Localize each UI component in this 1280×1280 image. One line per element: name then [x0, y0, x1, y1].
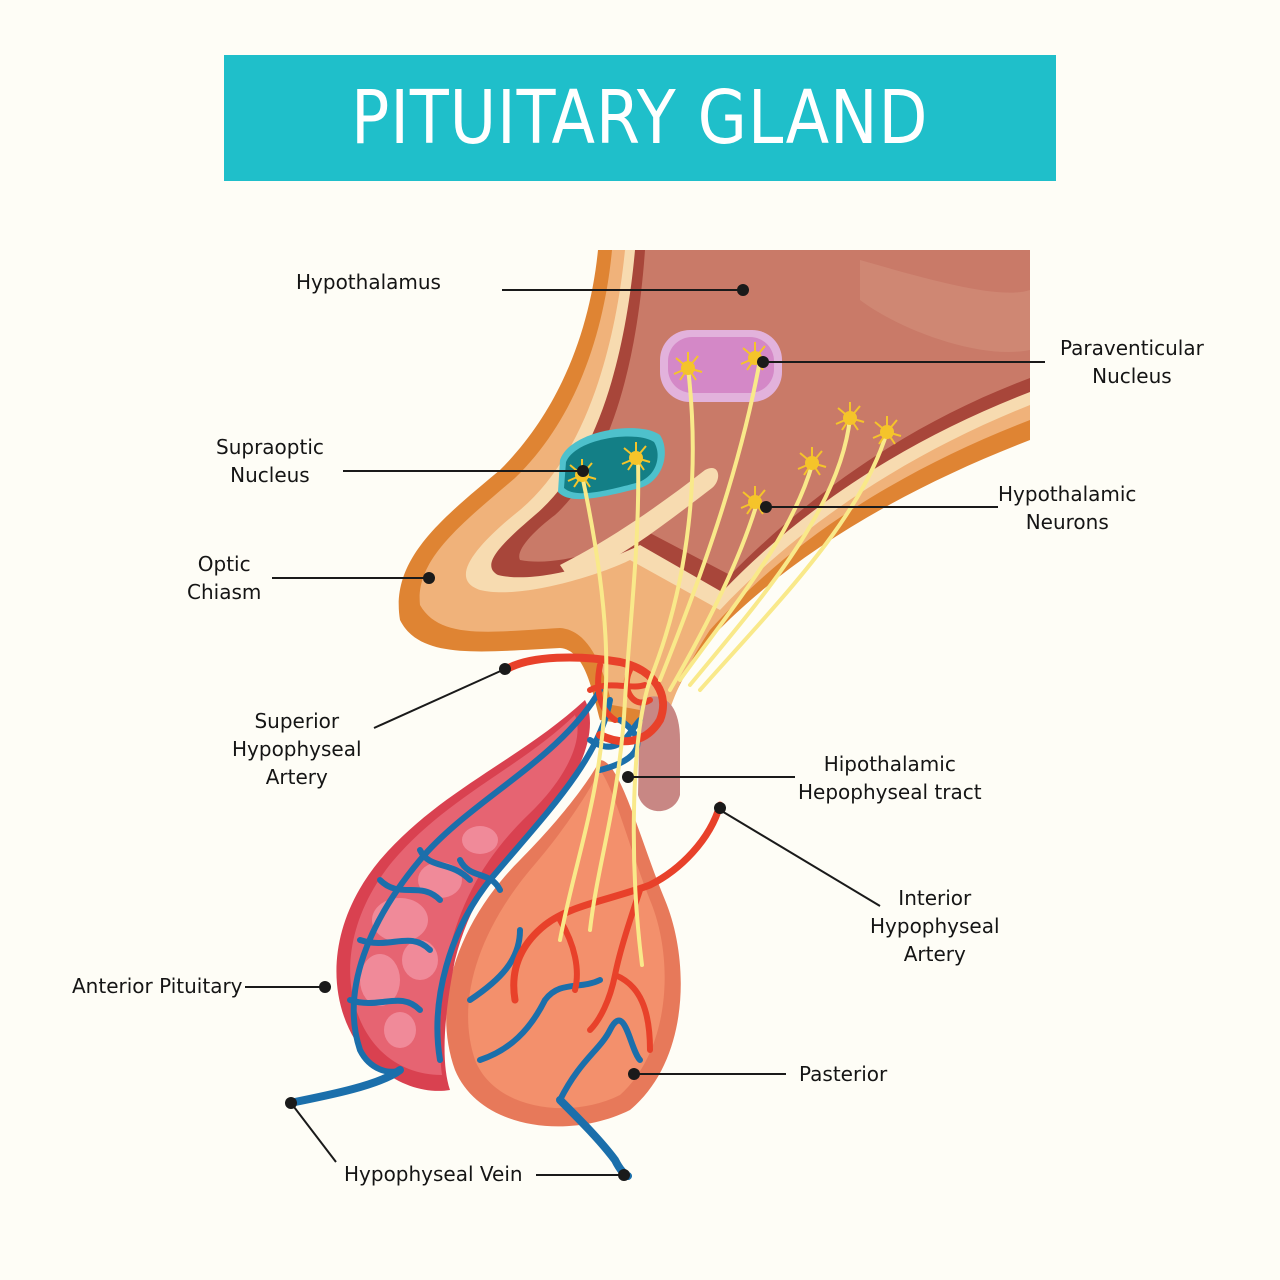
- leader-vein-left: [290, 1102, 337, 1163]
- label-line: Nucleus: [1092, 364, 1172, 388]
- label-superior-hypophyseal-artery: Superior Hypophyseal Artery: [232, 707, 362, 791]
- label-line: Supraoptic: [216, 435, 324, 459]
- leader-dots: [285, 284, 772, 1181]
- label-line: Hypophyseal: [870, 914, 1000, 938]
- dot-supraoptic: [577, 465, 589, 477]
- label-hypothalamic-neurons: Hypothalamic Neurons: [998, 480, 1136, 536]
- anterior-pituitary-inner: [350, 715, 578, 1075]
- leader-superior-artery: [373, 668, 506, 729]
- label-posterior-pituitary: Pasterior: [799, 1060, 887, 1088]
- label-line: Optic: [197, 552, 251, 576]
- leader-inferior-artery: [719, 809, 881, 907]
- label-line: Hypophyseal Vein: [344, 1162, 523, 1186]
- hypothalamic-hypophyseal-tract: [558, 358, 889, 967]
- hypothalamus-highlight: [860, 260, 1030, 352]
- label-line: Nucleus: [230, 463, 310, 487]
- label-line: Chiasm: [187, 580, 262, 604]
- label-line: Interior: [898, 886, 972, 910]
- label-anterior-pituitary: Anterior Pituitary: [72, 972, 243, 1000]
- pars-tuberalis: [638, 696, 680, 812]
- title-banner: PITUITARY GLAND: [224, 55, 1056, 181]
- label-inferior-hypophyseal-artery: Interior Hypophyseal Artery: [870, 884, 1000, 968]
- label-hypophyseal-vein: Hypophyseal Vein: [344, 1160, 523, 1188]
- dot-vein-right: [618, 1169, 630, 1181]
- label-line: Artery: [265, 765, 328, 789]
- label-line: Neurons: [1025, 510, 1109, 534]
- dot-inferior-artery: [714, 802, 726, 814]
- label-line: Pasterior: [799, 1062, 888, 1086]
- dot-anterior-pituitary: [319, 981, 331, 993]
- label-line: Hypothalamus: [296, 270, 441, 294]
- label-supraoptic-nucleus: Supraoptic Nucleus: [216, 433, 324, 489]
- label-hypothalamic-hypophyseal-tract: Hipothalamic Hepophyseal tract: [798, 750, 982, 806]
- dot-hypothalamic-neurons: [760, 501, 772, 513]
- dot-superior-artery: [499, 663, 511, 675]
- diagram-title: PITUITARY GLAND: [351, 75, 929, 161]
- label-hypothalamus: Hypothalamus: [296, 268, 441, 296]
- dot-vein-left: [285, 1097, 297, 1109]
- label-paraventricular-nucleus: Paraventicular Nucleus: [1060, 334, 1204, 390]
- hypothalamus-shape: [519, 250, 1030, 575]
- leader-lines: [245, 289, 1045, 1176]
- label-line: Hypothalamic: [998, 482, 1137, 506]
- label-line: Superior: [254, 709, 340, 733]
- label-line: Anterior Pituitary: [72, 974, 243, 998]
- dot-posterior: [628, 1068, 640, 1080]
- dot-paraventricular: [757, 356, 769, 368]
- label-line: Hepophyseal tract: [798, 780, 982, 804]
- label-line: Paraventicular: [1060, 336, 1204, 360]
- label-line: Artery: [903, 942, 966, 966]
- label-line: Hypophyseal: [232, 737, 362, 761]
- dot-hypothalamus: [737, 284, 749, 296]
- dot-tract: [622, 771, 634, 783]
- dot-optic-chiasm: [423, 572, 435, 584]
- label-line: Hipothalamic: [823, 752, 956, 776]
- label-optic-chiasm: Optic Chiasm: [187, 550, 261, 606]
